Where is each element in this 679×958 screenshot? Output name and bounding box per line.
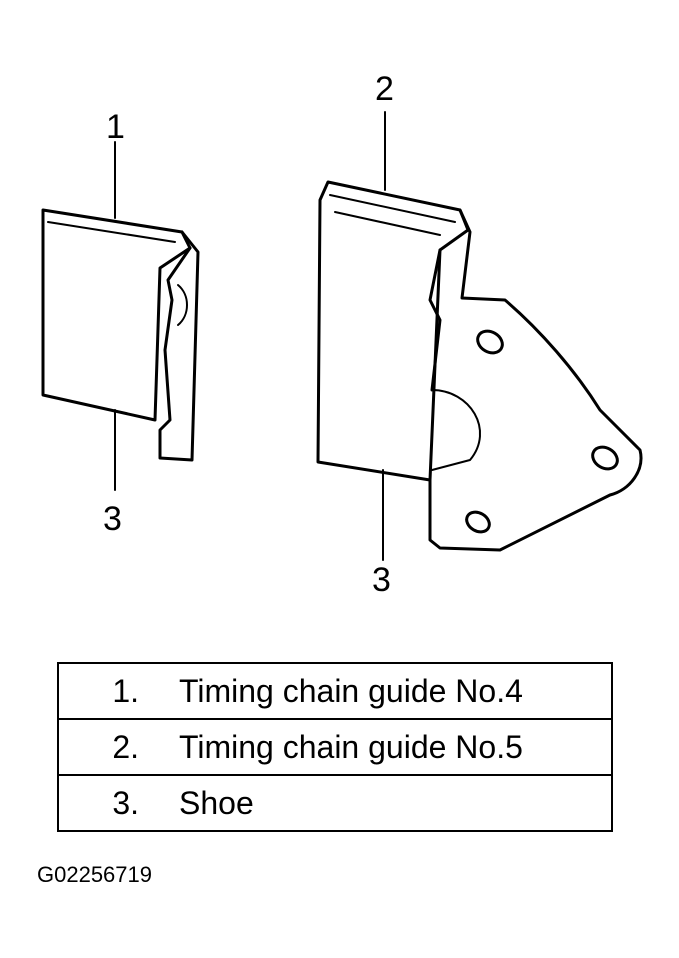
legend-text: Timing chain guide No.4 [179, 672, 523, 709]
legend-table: 1. Timing chain guide No.4 2. Timing chain… [57, 662, 613, 832]
guide5-shoe [316, 180, 470, 482]
legend-row: 2. Timing chain guide No.5 [57, 718, 613, 776]
legend-text: Timing chain guide No.5 [179, 728, 523, 765]
bolt-hole [465, 510, 491, 534]
callout-3-left: 3 [103, 500, 122, 538]
legend-row: 3. Shoe [57, 774, 613, 832]
legend-number: 3. [112, 784, 139, 821]
bolt-hole [591, 445, 619, 471]
guide5-bracket [428, 208, 643, 552]
callout-2: 2 [375, 70, 394, 108]
legend-number: 2. [112, 728, 139, 765]
legend-number: 1. [112, 672, 139, 709]
guide4-bracket [158, 230, 200, 462]
bolt-hole [476, 329, 504, 355]
callout-3-right: 3 [372, 561, 391, 599]
figure-id: G02256719 [37, 862, 152, 887]
legend-row: 1. Timing chain guide No.4 [57, 662, 613, 720]
timing-chain-guide-no4 [41, 141, 200, 491]
legend-text: Shoe [179, 784, 254, 821]
timing-chain-guides-illustration [41, 111, 643, 561]
callout-1: 1 [106, 108, 125, 146]
timing-chain-guide-no5 [316, 111, 643, 561]
